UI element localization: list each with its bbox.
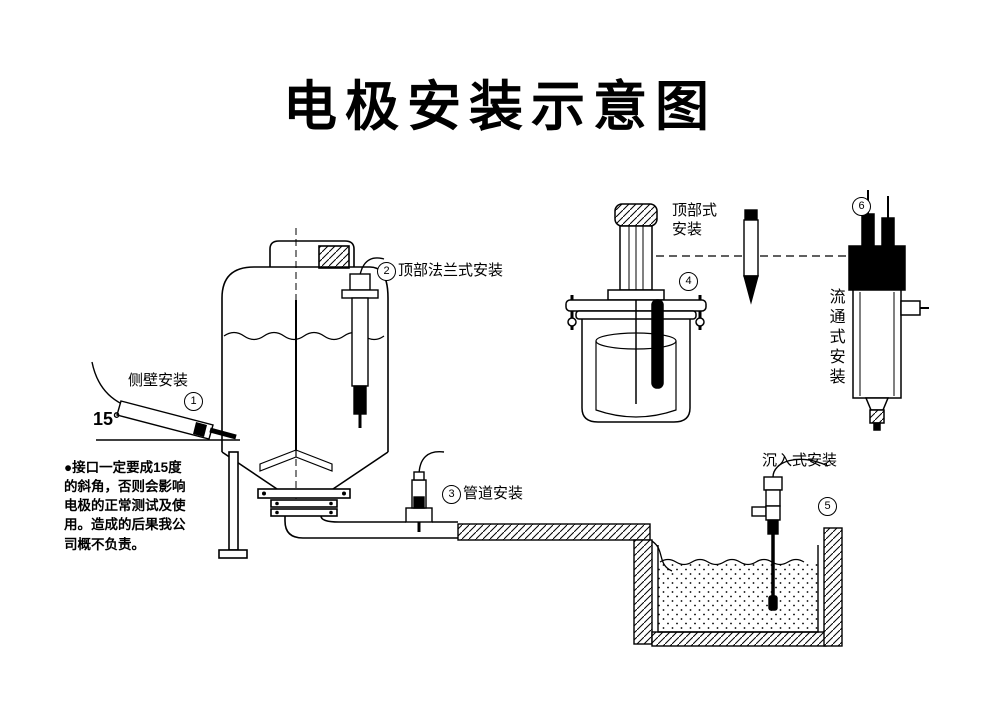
label-pipeline-text: 管道安装 (463, 485, 524, 503)
warning-note-line3: 电极的正常测试及使 (64, 498, 186, 514)
page-title: 电极安装示意图 (283, 77, 717, 137)
side-wall-electrode (91, 361, 240, 441)
electrode-detail (743, 209, 759, 305)
warning-note: ●接口一定要成15度 的斜角，否则会影响 电极的正常测试及使 用。造成的后果我公… (64, 458, 192, 554)
pipeline-electrode (405, 451, 445, 532)
label-num-6: 6 (852, 197, 871, 216)
label-num-1: 1 (184, 392, 203, 411)
callout (656, 209, 856, 305)
warning-note-line4: 用。造成的后果我公 (64, 517, 186, 533)
label-flow-through: 流通式安装 (826, 288, 844, 388)
immersion-electrode (751, 458, 829, 611)
label-side-wall: 侧壁安装 (128, 372, 189, 389)
label-immersion: 沉入式安装 (762, 452, 838, 469)
angle-value: 15° (93, 409, 121, 429)
label-num-5: 5 (818, 497, 837, 516)
label-num-3: 3 (442, 485, 461, 504)
tank-vessel (218, 228, 389, 559)
label-top-mount-line1: 顶部式 (672, 202, 718, 219)
label-pipeline: 3 管道安装 (442, 485, 523, 504)
top-mount-vessel (565, 203, 707, 423)
warning-note-line5: 司概不负责。 (64, 536, 145, 552)
label-num-2: 2 (377, 262, 396, 281)
pipe (270, 499, 458, 539)
label-top-mount: 顶部式 安装 (672, 202, 717, 240)
top-flange-electrode (341, 257, 385, 428)
label-num-4: 4 (679, 272, 698, 291)
flow-cell (848, 190, 929, 431)
label-top-mount-line2: 安装 (672, 220, 703, 238)
warning-note-line1: ●接口一定要成15度 (64, 460, 182, 475)
label-top-flange: 2 顶部法兰式安装 (377, 262, 503, 281)
label-top-flange-text: 顶部法兰式安装 (398, 262, 504, 280)
pit (633, 527, 843, 647)
warning-note-line2: 的斜角，否则会影响 (64, 479, 186, 495)
